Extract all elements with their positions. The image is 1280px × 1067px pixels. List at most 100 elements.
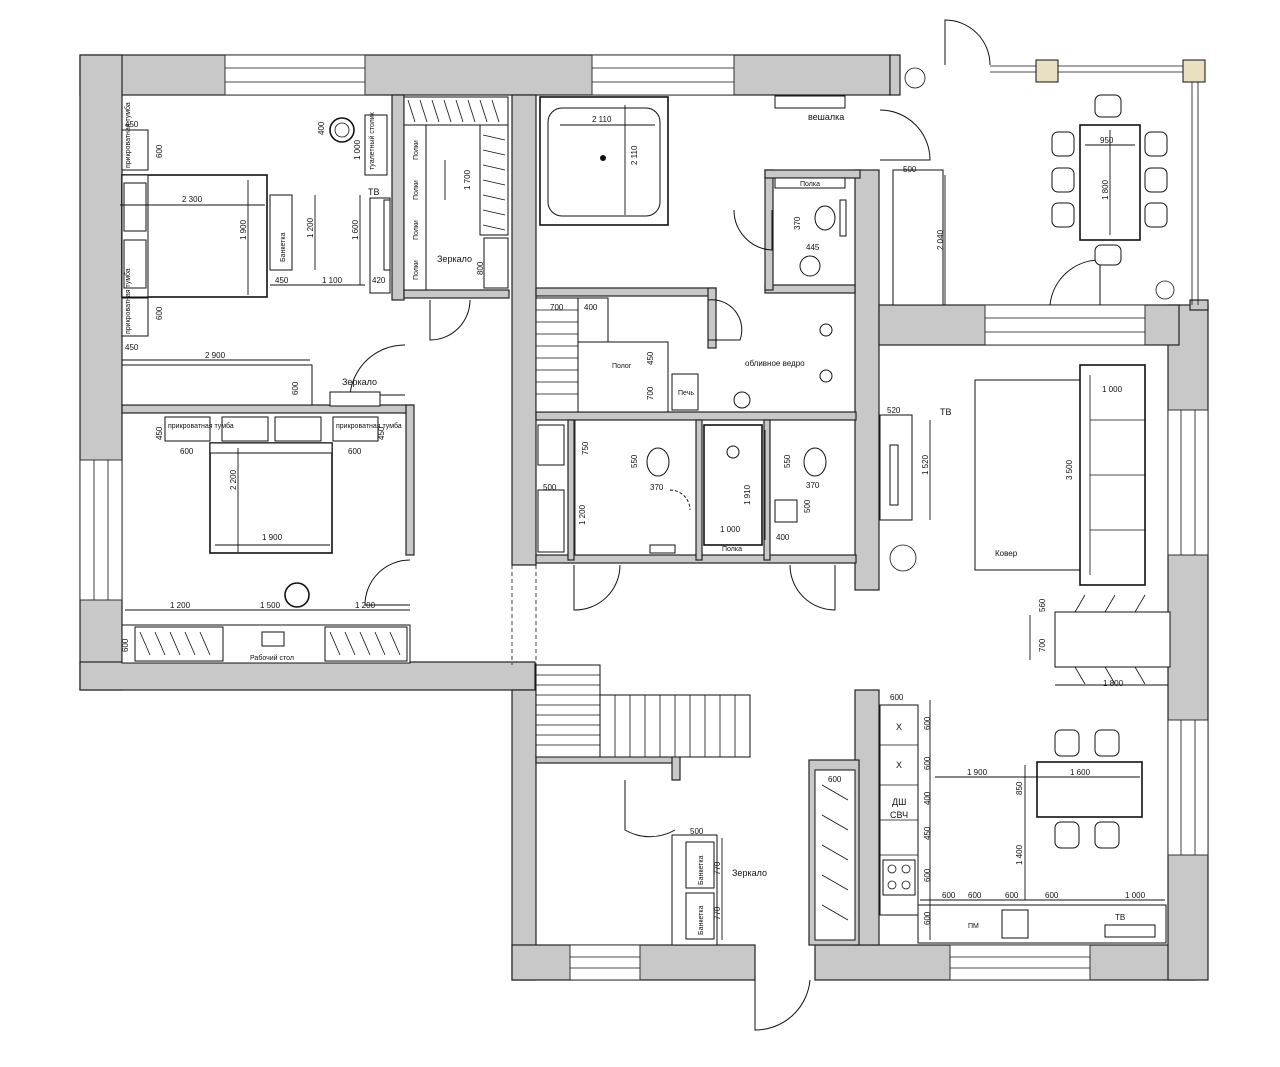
toilet-icon: [803, 447, 827, 477]
label-rug: Ковер: [995, 549, 1018, 558]
dim-label: 600: [923, 868, 932, 882]
dim-label: 600: [348, 447, 362, 456]
dim-label: 600: [155, 144, 164, 158]
dim-label: 1 900: [239, 219, 248, 240]
dim-label: 1 100: [322, 276, 343, 285]
label-stove: Печь: [678, 390, 694, 397]
dim-label: 600: [121, 638, 130, 652]
nightstand: [332, 416, 379, 442]
dim-label: 700: [550, 303, 564, 312]
dim-label: 800: [476, 261, 485, 275]
wc-row: [537, 424, 827, 554]
dim-label: 550: [783, 454, 792, 468]
label-dishwasher-pm: ПМ: [968, 923, 979, 930]
label-hanger: вешалка: [808, 112, 844, 122]
label-mirror: Зеркало: [437, 254, 472, 264]
dim-label: 1 000: [720, 525, 741, 534]
dim-label: 450: [646, 351, 655, 365]
dim-label: 3 500: [1065, 459, 1074, 480]
dim-label: 370: [793, 216, 802, 230]
sink-icon: [799, 255, 821, 277]
dining-table: [1036, 761, 1143, 818]
label-x: Х: [896, 722, 902, 732]
dim-label: 600: [942, 891, 956, 900]
label-tv: ТВ: [940, 407, 952, 417]
dim-label: 370: [650, 483, 664, 492]
dim-label: 600: [1045, 891, 1059, 900]
dim-label: 520: [887, 406, 901, 415]
dim-label: 1 200: [578, 504, 587, 525]
dimension-lines: [120, 105, 1168, 940]
dim-label: 600: [180, 447, 194, 456]
dim-label: 750: [581, 441, 590, 455]
dim-label: 2 300: [182, 195, 203, 204]
dim-label: 400: [923, 791, 932, 805]
dim-label: 1 000: [1102, 385, 1123, 394]
dim-label: 600: [923, 716, 932, 730]
dim-label: 500: [543, 483, 557, 492]
dimension-labels: 450 600 2 300 1 900 1 200 450 1 100 420 …: [121, 115, 1146, 925]
label-desk: Рабочий стол: [250, 654, 294, 662]
nightstand: [121, 297, 149, 337]
toilet-icon: [646, 447, 670, 477]
label-bench: Банкетка: [698, 855, 705, 885]
rug: [974, 379, 1081, 571]
plant-icon: [1155, 280, 1175, 300]
stove-icon: [671, 373, 699, 411]
dim-label: 850: [1015, 781, 1024, 795]
bench: [269, 194, 293, 271]
room-labels: вешалка Зеркало Зеркало Зеркало Банкетка…: [124, 102, 1125, 935]
label-shelves: Полки: [413, 260, 420, 280]
dim-label: 1 000: [1125, 891, 1146, 900]
label-bench: Банкетка: [280, 232, 287, 262]
wardrobe: [121, 364, 313, 406]
dim-label: 450: [377, 426, 386, 440]
label-nightstand: прикроватная тумба: [336, 422, 402, 430]
plant-icon: [904, 67, 926, 89]
label-tv: ТВ: [368, 187, 380, 197]
dim-label: 1 200: [306, 217, 315, 238]
stool-icon: [329, 117, 355, 143]
label-nightstand: прикроватная тумба: [124, 102, 132, 168]
windows: [79, 54, 1209, 981]
dim-label: 420: [372, 276, 386, 285]
dim-label: 600: [890, 693, 904, 702]
dim-label: 1 200: [355, 601, 376, 610]
nightstand: [121, 129, 149, 171]
dim-label: 500: [690, 827, 704, 836]
dim-label: 1 910: [743, 484, 752, 505]
dim-label: 1 900: [967, 768, 988, 777]
sauna: [535, 297, 833, 413]
dim-label: 1 400: [1015, 844, 1024, 865]
stairs: [511, 565, 856, 946]
dim-label: 1 800: [1101, 179, 1110, 200]
walk-in-closet: [403, 96, 509, 291]
dim-label: 600: [968, 891, 982, 900]
dim-label: 1 600: [351, 219, 360, 240]
dim-label: 450: [125, 343, 139, 352]
dim-label: 600: [923, 911, 932, 925]
dim-label: 1 200: [170, 601, 191, 610]
dim-label: 500: [803, 499, 812, 513]
dim-label: 1 700: [463, 169, 472, 190]
dim-label: 1 900: [262, 533, 283, 542]
dim-label: 600: [828, 775, 842, 784]
bedroom-1: [121, 114, 391, 407]
label-shelf: Полка: [800, 181, 820, 188]
label-bench: Банкетка: [698, 905, 705, 935]
dining-veranda: [1051, 94, 1168, 266]
dim-label: 450: [275, 276, 289, 285]
dim-label: 400: [317, 121, 326, 135]
label-shelves: Полки: [413, 140, 420, 160]
dim-label: 370: [806, 481, 820, 490]
label-x: Х: [896, 760, 902, 770]
dim-label: 400: [776, 533, 790, 542]
double-bed: [209, 442, 333, 554]
label-sauna-bench: Полог: [612, 363, 632, 370]
hob-icon: [882, 859, 916, 896]
label-nightstand: прикроватная тумба: [168, 422, 234, 430]
sink-icon: [1001, 909, 1029, 939]
vanity-table: [364, 114, 388, 176]
living-room: [879, 67, 1175, 685]
